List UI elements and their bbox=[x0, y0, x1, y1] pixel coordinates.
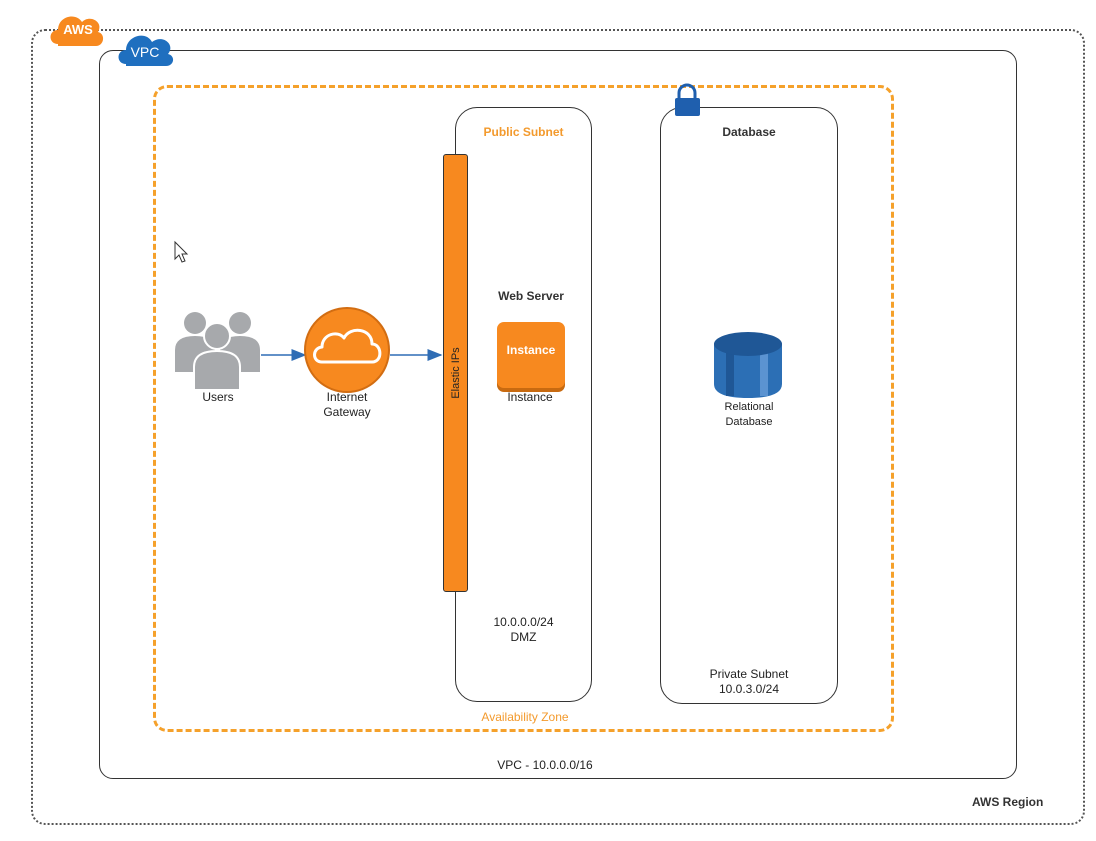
instance-caption: Instance bbox=[507, 390, 553, 404]
aws-badge-label: AWS bbox=[63, 22, 93, 37]
users-caption: Users bbox=[202, 390, 234, 404]
availability-zone-boundary bbox=[153, 85, 894, 732]
availability-zone-label: Availability Zone bbox=[481, 710, 569, 724]
elastic-ips-label: Elastic IPs bbox=[450, 347, 462, 399]
aws-region-boundary bbox=[31, 29, 1085, 825]
instance-box-label: Instance bbox=[506, 343, 556, 357]
public-subnet-box bbox=[455, 107, 592, 702]
public-subnet-cidr: 10.0.0.0/24 bbox=[493, 615, 554, 629]
elastic-ips-bar[interactable] bbox=[443, 154, 468, 592]
users-group-icon bbox=[175, 312, 260, 391]
internet-gateway-caption-line1: Internet bbox=[326, 390, 368, 404]
vpc-boundary bbox=[99, 50, 1017, 779]
padlock-icon bbox=[675, 83, 700, 116]
aws-badge-icon bbox=[50, 16, 104, 46]
dmz-label: DMZ bbox=[510, 630, 537, 644]
database-cylinder-icon bbox=[714, 332, 782, 398]
private-subnet-cidr: 10.0.3.0/24 bbox=[718, 682, 780, 696]
relational-database-caption-line2: Database bbox=[725, 416, 773, 428]
database-subnet-title: Database bbox=[722, 125, 776, 139]
vpc-badge-icon bbox=[118, 35, 174, 66]
public-subnet-title: Public Subnet bbox=[483, 125, 564, 139]
internet-gateway-caption-line2: Gateway bbox=[323, 405, 371, 419]
aws-region-label: AWS Region bbox=[972, 795, 1044, 809]
vpc-badge-label: VPC bbox=[130, 44, 160, 60]
relational-database-caption-line1: Relational bbox=[724, 401, 774, 413]
private-subnet-box bbox=[660, 107, 838, 704]
internet-gateway-icon bbox=[304, 307, 390, 393]
web-server-title: Web Server bbox=[498, 289, 564, 303]
private-subnet-label: Private Subnet bbox=[709, 667, 789, 681]
mouse-pointer-icon bbox=[174, 240, 189, 263]
instance-icon[interactable] bbox=[497, 322, 565, 388]
vpc-label: VPC - 10.0.0.0/16 bbox=[497, 758, 593, 772]
